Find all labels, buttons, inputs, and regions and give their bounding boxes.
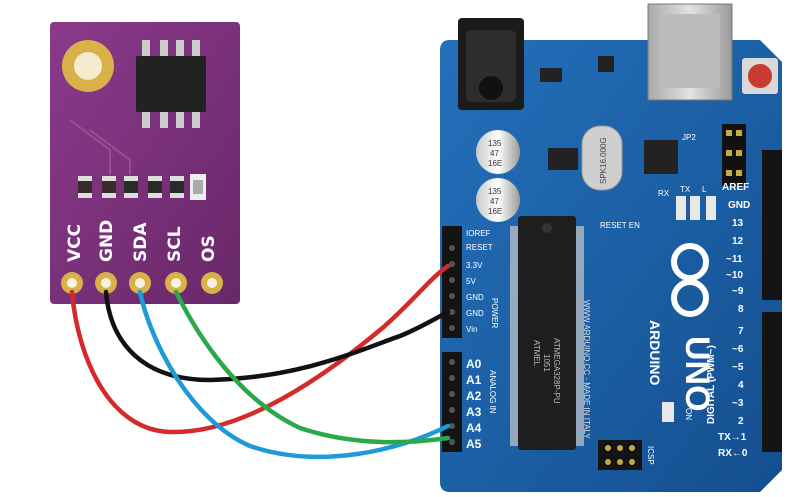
reset-en-label: RESET EN (600, 221, 640, 230)
pin-label-os: OS (199, 235, 219, 262)
sensor-pin-pads (61, 272, 223, 294)
digital-pin-4: 4 (738, 380, 744, 391)
analog-pin-a3: A3 (466, 405, 482, 419)
pin-label-sda: SDA (131, 222, 151, 262)
svg-text:16E: 16E (488, 207, 502, 216)
chip-code: 1051 (542, 354, 551, 372)
digital-pin-9: ~9 (732, 286, 744, 297)
uno-model: UNO (678, 336, 716, 412)
svg-text:135: 135 (488, 139, 502, 148)
digital-header (762, 150, 782, 452)
analog-pin-a5: A5 (466, 437, 482, 451)
capacitor-1: 135 47 16E (476, 130, 520, 174)
power-pin-ioref: IOREF (466, 229, 491, 238)
crystal-oscillator: SPK16.000G (581, 125, 623, 191)
analog-label: ANALOG IN (488, 370, 497, 414)
pin-label-scl: SCL (165, 226, 185, 262)
digital-pin-0: RX←0 (718, 448, 748, 459)
jp2-header (722, 124, 746, 186)
analog-pin-labels: A0 A1 A2 A3 A4 A5 (466, 357, 482, 451)
svg-text:47: 47 (490, 149, 499, 158)
svg-text:47: 47 (490, 197, 499, 206)
smd-resistors (78, 174, 206, 200)
digital-pin-8: 8 (738, 304, 744, 315)
icsp-header (598, 440, 642, 470)
digital-pin-labels: 13 12 ~11 ~10 ~9 8 7 ~6 ~5 4 ~3 2 TX→1 R… (718, 218, 748, 459)
digital-pin-10: ~10 (726, 270, 743, 281)
atmega-chip (510, 216, 584, 450)
icsp-label: ICSP (646, 446, 655, 465)
chip-model: ATMEGA328P-PU (552, 338, 561, 404)
power-pin-labels: IOREF RESET 3.3V 5V GND GND Vin (466, 229, 493, 334)
power-header (442, 226, 462, 338)
usb-connector (647, 3, 733, 101)
sensor-module: VCC GND SDA SCL OS (50, 22, 240, 304)
digital-pin-2: 2 (738, 416, 744, 427)
arduino-logo (671, 243, 709, 317)
rx-label: RX (658, 189, 670, 198)
digital-pin-6: ~6 (732, 344, 744, 355)
chip-brand: ATMEL (532, 340, 541, 367)
pin-label-gnd: GND (97, 220, 117, 262)
digital-label: DIGITAL (PWM~) (706, 345, 717, 424)
gnd-top-label: GND (728, 200, 750, 211)
digital-pin-11: ~11 (726, 254, 743, 265)
jp2-label: JP2 (682, 133, 696, 142)
svg-text:16E: 16E (488, 159, 502, 168)
svg-text:135: 135 (488, 187, 502, 196)
sensor-ic-chip (136, 40, 206, 128)
power-pin-vin: Vin (466, 325, 477, 334)
tx-label: TX (680, 185, 691, 194)
sensor-pin-labels: VCC GND SDA SCL OS (65, 220, 219, 262)
analog-pin-a4: A4 (466, 421, 482, 435)
reset-button[interactable] (742, 58, 778, 94)
wire-sda-to-a4[interactable] (137, 289, 451, 460)
analog-pin-a1: A1 (466, 373, 482, 387)
digital-pin-5: ~5 (732, 362, 744, 373)
on-label: ON (684, 408, 693, 420)
digital-pin-7: 7 (738, 326, 744, 337)
digital-pin-13: 13 (732, 218, 744, 229)
power-pin-gnd1: GND (466, 293, 484, 302)
pin-label-vcc: VCC (65, 224, 85, 262)
wire-gnd-to-gnd[interactable] (103, 289, 451, 383)
svg-text:SPK16.000G: SPK16.000G (599, 137, 608, 184)
wire-scl-to-a5[interactable] (173, 289, 451, 445)
power-pin-3v3: 3.3V (466, 261, 483, 270)
arduino-brand: ARDUINO (647, 320, 663, 385)
power-pin-reset: RESET (466, 243, 493, 252)
digital-pin-3: ~3 (732, 398, 744, 409)
power-label: POWER (490, 298, 499, 328)
digital-pin-12: 12 (732, 236, 744, 247)
capacitor-2: 135 47 16E (476, 178, 520, 222)
dc-power-jack (458, 18, 524, 110)
usb-interface-chip (644, 140, 678, 174)
website-label: WWW.ARDUINO.CC - MADE IN ITALY (582, 300, 591, 439)
status-leds (676, 196, 716, 220)
l-label: L (702, 185, 707, 194)
power-pin-5v: 5V (466, 277, 476, 286)
power-led (662, 402, 674, 422)
digital-pin-1: TX→1 (718, 432, 747, 443)
wires (69, 263, 451, 460)
aref-label: AREF (722, 182, 749, 193)
arduino-uno-board: 135 47 16E 135 47 16E SPK16.000G (440, 3, 782, 492)
power-pin-gnd2: GND (466, 309, 484, 318)
analog-pin-a2: A2 (466, 389, 482, 403)
wire-vcc-to-3v3[interactable] (69, 263, 451, 435)
analog-pin-a0: A0 (466, 357, 482, 371)
